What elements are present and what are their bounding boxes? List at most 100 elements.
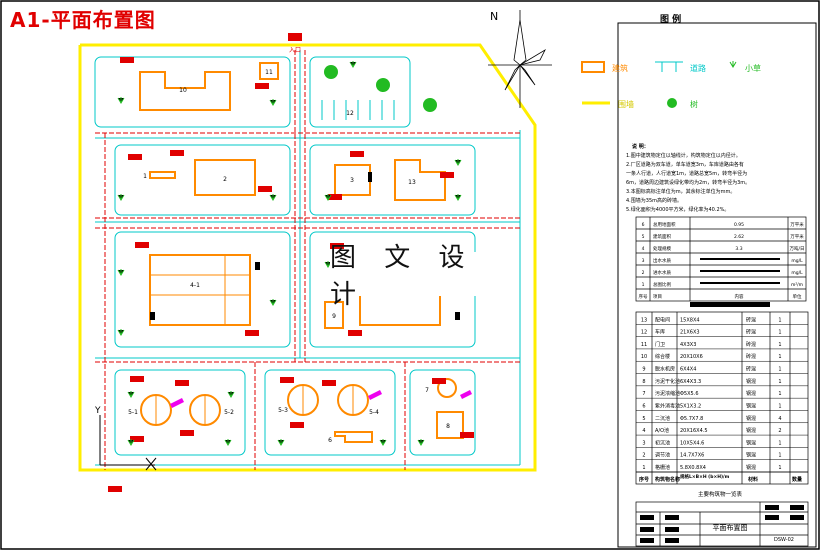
coordinate-axis [99,415,157,471]
legend-item-grass: 小草 [745,63,761,73]
structure-header-no: 序号 [638,476,649,483]
equipment-marks [150,172,460,320]
trees [324,65,437,112]
building-4-1 [149,254,251,326]
structure-row-name: 调节池 [655,452,670,459]
structure-row-no: 3 [642,440,645,446]
drawing-title: A1-平面布置图 [10,8,156,32]
legend: 建筑 道路 小草 围墙 树 [581,61,761,109]
tech-row-value-bar [700,282,780,284]
structure-row-name: 格栅池 [655,464,670,471]
structure-row-name: 脱水机房 [655,366,675,373]
structure-row-material: 钢混 [746,464,756,471]
title-block-drawing-name: 平面布置图 [713,523,748,532]
structure-row-qty: 1 [778,330,781,336]
title-block-drawing-no: DSW-02 [774,537,794,543]
tech-row-no: 6 [642,222,645,228]
tech-row-name: 出水水质 [653,257,671,264]
north-arrow-icon [488,10,552,108]
entrance-label: 入口 [289,47,301,54]
tech-row-name: 总用地面积 [653,221,676,228]
structure-row-qty: 1 [778,342,781,348]
tech-row-no: 1 [642,282,645,288]
structure-row-material: 钢混 [746,390,756,397]
notes-line-5: 3.本图标高标注单位为m，其余标注单位为mm。 [626,188,735,195]
structure-row-no: 11 [641,342,647,348]
tech-row-unit: mg/L [791,270,803,276]
building-2 [194,159,256,196]
garage-parking [321,100,395,120]
tech-row-no: 5 [642,234,645,240]
structure-header-material: 材料 [748,476,758,483]
structure-row-spec: Φ5X5.6 [680,391,699,397]
notes-line-1: 1.图中建筑物定位以轴线计，构筑物定位以内径计。 [626,152,741,159]
structure-row-no: 9 [642,367,645,373]
building-1 [149,171,176,179]
structure-row-spec: 5.8X0.8X4 [680,465,706,471]
label-building-12: 12 [346,110,354,117]
structure-row-material: 钢混 [746,402,756,409]
structure-row-name: 初沉池 [655,439,670,446]
tech-row-value: 0.95 [734,222,744,228]
label-building-5-4: 5-4 [369,409,379,416]
building-7 [437,378,457,398]
tech-row-value: 3.3 [735,246,742,252]
structure-row-qty: 2 [778,428,781,434]
structure-row-name: A/O池 [655,427,669,434]
grass-symbol-icon [729,61,737,68]
label-building-8: 8 [446,423,450,430]
legend-item-road: 道路 [690,63,706,73]
tech-row-name: 项目 [653,294,662,300]
tech-row-no: 3 [642,258,645,264]
building-11 [259,62,279,80]
structure-row-name: 紫外消毒池 [655,402,680,409]
label-building-10: 10 [179,87,187,94]
structure-row-no: 1 [642,465,645,471]
site-wall [78,43,537,472]
structure-row-qty: 4 [778,416,781,422]
structure-row-qty: 1 [778,440,781,446]
structure-row-material: 砖混 [746,316,756,323]
tech-row-unit: 万平米 [790,233,804,240]
north-label: N [490,10,498,23]
structure-row-material: 砖混 [746,353,756,360]
building-13 [394,159,446,201]
structure-row-spec: Φ5.7X7.8 [680,416,703,422]
label-building-5-1: 5-1 [128,409,138,416]
tech-row-unit: mg/L [791,258,803,264]
structure-row-qty: 1 [778,391,781,397]
structure-row-spec: 20X10X6 [680,354,703,360]
structure-table-caption: 主要构筑物一览表 [698,490,743,498]
structure-row-qty: 1 [778,379,781,385]
watermark: 图 文 设 计 [330,243,490,310]
structure-row-spec: 15X8X4 [680,317,700,323]
label-building-4-1: 4-1 [190,282,200,289]
title-block [635,501,809,547]
tech-row-no: 2 [642,270,645,276]
tech-row-unit: 单位 [793,293,802,300]
notes-line-6: 4.围墙为35m高的砖墙。 [626,197,682,204]
building-10 [139,71,231,111]
pipe-markers [170,390,472,408]
label-building-9: 9 [332,313,336,320]
design-notes: 说 明： 1.图中建筑物定位以轴线计，构筑物定位以内径计。 2.厂区道路为双车道… [626,143,750,213]
legend-item-tree: 树 [690,99,698,109]
building-symbol-icon [581,61,605,73]
road-symbol-icon [655,61,683,72]
structure-row-spec: 21X6X3 [680,330,700,336]
tech-row-no: 4 [642,246,645,252]
tech-row-name: 建筑面积 [653,233,671,240]
structure-row-spec: 6X4X3.3 [680,379,701,385]
structure-row-name: 污泥干化池 [655,378,680,385]
structure-row-no: 8 [642,379,645,385]
structure-row-no: 7 [642,391,645,397]
structure-row-spec: 5X1X3.2 [680,403,701,409]
structure-row-spec: 10X5X4.6 [680,440,704,446]
structure-row-material: 钢混 [746,427,756,434]
legend-item-building: 建筑 [612,63,628,73]
tree-symbol-icon [667,98,677,108]
label-building-11: 11 [265,69,273,76]
structure-row-no: 13 [641,317,647,323]
